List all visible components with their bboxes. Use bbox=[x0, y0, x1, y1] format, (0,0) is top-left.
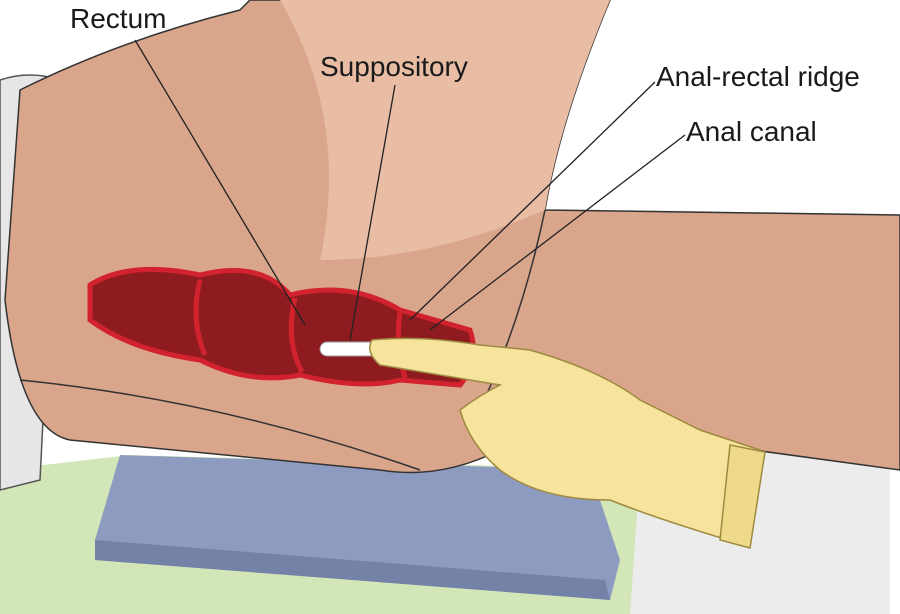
gloved-hand bbox=[369, 337, 761, 546]
label-rectum: Rectum bbox=[70, 3, 166, 34]
label-suppository: Suppository bbox=[320, 51, 468, 82]
leader-lines bbox=[134, 39, 686, 341]
label-anal-rectal-ridge: Anal-rectal ridge bbox=[656, 61, 860, 92]
label-anal-canal: Anal canal bbox=[686, 116, 817, 147]
